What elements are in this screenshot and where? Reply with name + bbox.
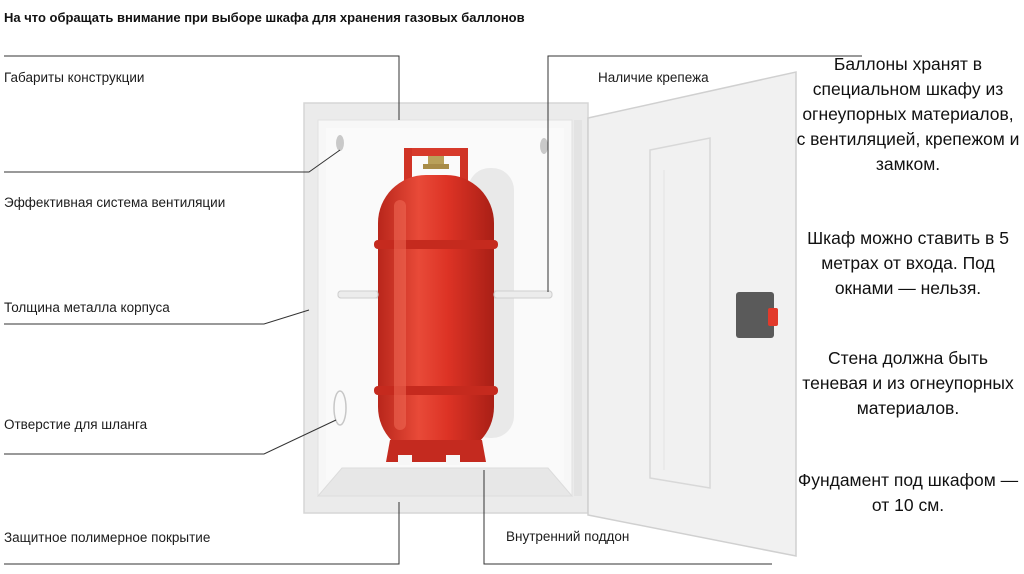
leader-hose: [4, 419, 337, 455]
leader-metal: [4, 309, 310, 325]
vent-hole-left: [336, 135, 344, 151]
label-dimensions: Габариты конструкции: [4, 70, 145, 85]
page-title: На что обращать внимание при выборе шкаф…: [4, 10, 525, 25]
leader-coating: [4, 502, 400, 565]
leader-lines: [4, 55, 862, 565]
vent-hole-right: [540, 138, 548, 154]
leader-dimensions: [4, 55, 400, 120]
inner-tray: [316, 467, 574, 497]
leader-fasteners: [547, 55, 862, 292]
label-tray: Внутренний поддон: [506, 529, 630, 544]
note-foundation: Фундамент под шкафом — от 10 см.: [797, 470, 1019, 515]
note-placement: Шкаф можно ставить в 5 метрах от входа. …: [807, 228, 1009, 298]
label-coating: Защитное полимерное покрытие: [4, 530, 211, 545]
label-hose-hole: Отверстие для шланга: [4, 417, 148, 432]
label-fasteners: Наличие крепежа: [598, 70, 709, 85]
cabinet-door: [587, 71, 797, 557]
door-lock: [736, 292, 778, 338]
leader-ventilation: [4, 149, 341, 173]
label-ventilation: Эффективная система вентиляции: [4, 195, 226, 210]
label-metal-thickness: Толщина металла корпуса: [4, 300, 170, 315]
hose-hole: [333, 390, 347, 426]
note-storage: Баллоны хранят в специальном шкафу из ог…: [796, 54, 1020, 174]
leader-tray: [483, 470, 772, 565]
note-wall: Стена должна быть теневая и из огнеупорн…: [802, 348, 1014, 418]
gas-cylinder: [374, 148, 498, 465]
